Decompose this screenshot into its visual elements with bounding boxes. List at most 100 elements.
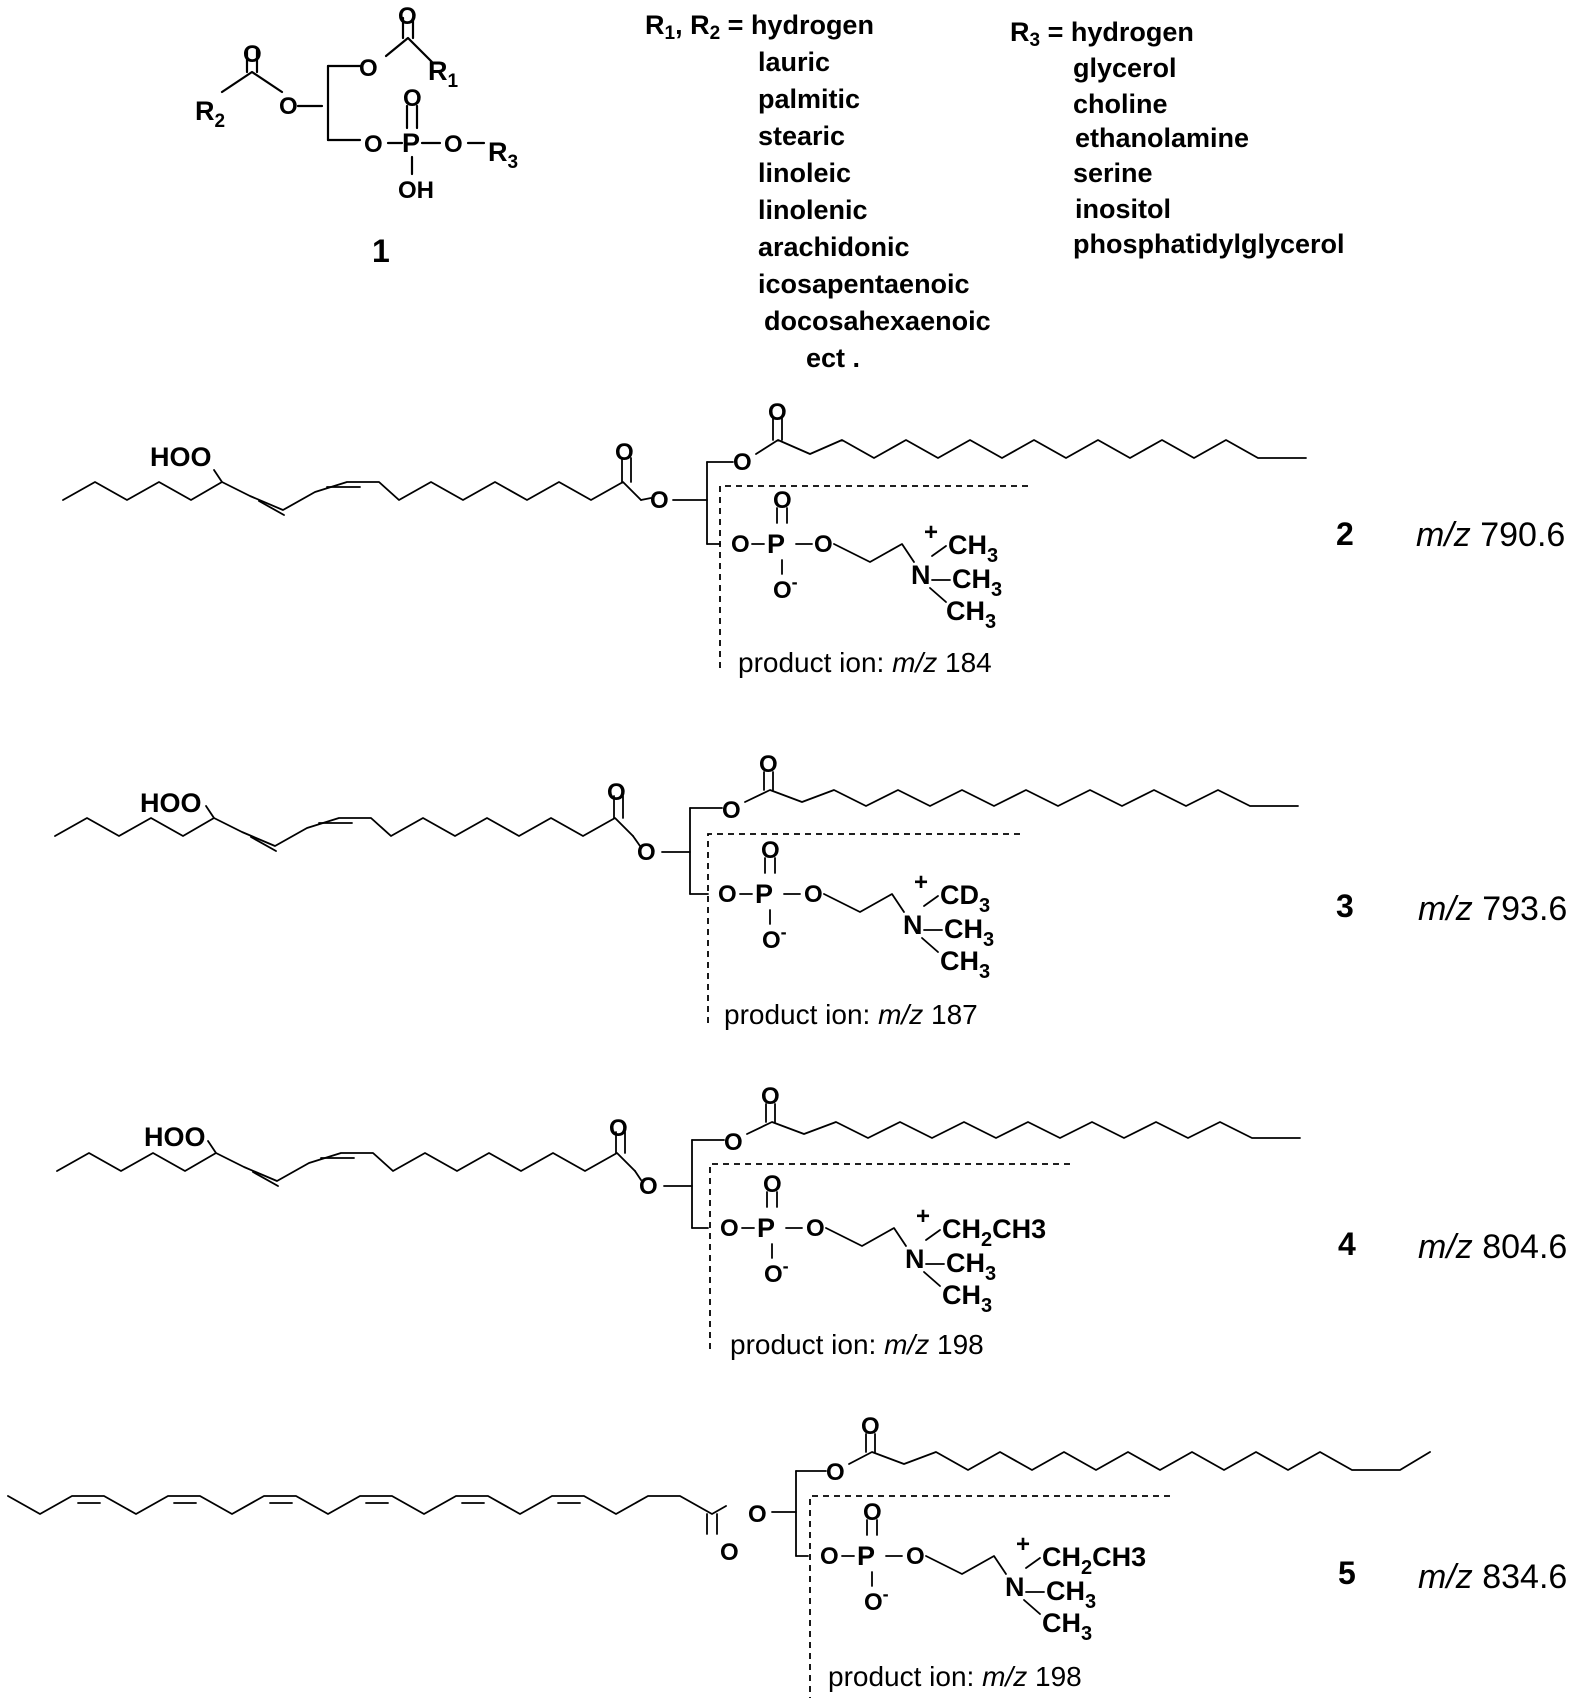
r-list-item: arachidonic — [758, 232, 910, 262]
phosphoryl-oxygen: O — [863, 1499, 882, 1526]
n-methyl-group: CH3 — [952, 564, 1002, 601]
phosphate-oxygen: O — [718, 881, 737, 908]
product-ion-label: product ion: m/z 187 — [724, 999, 978, 1030]
ammonium-charge: + — [924, 519, 938, 546]
ester-oxygen: O — [826, 1459, 845, 1486]
compound-4-structure: HOO O O O O O P O O- O + N CH2CH3 CH3 CH… — [56, 1083, 1567, 1360]
phosphoryl-oxygen: O — [763, 1171, 782, 1198]
r-list-item: docosahexaenoic — [764, 306, 991, 336]
phosphate-anion-oxygen: O- — [764, 1256, 789, 1288]
phosphoryl-oxygen: O — [761, 837, 780, 864]
phosphate-oxygen: O — [814, 531, 833, 558]
quaternary-nitrogen: N — [903, 910, 923, 940]
product-ion-label: product ion: m/z 198 — [828, 1661, 1082, 1692]
precursor-mz-5: m/z 834.6 — [1418, 1558, 1567, 1596]
r1-label: R1 — [428, 56, 459, 92]
phosphorus: P — [757, 1213, 775, 1243]
r3-label: R3 — [488, 137, 518, 173]
r2-label: R2 — [195, 96, 225, 132]
r2-carbonyl-oxygen: O — [243, 41, 262, 68]
quaternary-nitrogen: N — [905, 1244, 925, 1274]
phosphorus: P — [767, 529, 785, 559]
carbonyl-oxygen: O — [861, 1413, 880, 1440]
carbonyl-oxygen: O — [761, 1083, 780, 1110]
ester-oxygen: O — [637, 839, 656, 866]
n-methyl-group: CH3 — [946, 1248, 996, 1285]
phosphorus: P — [857, 1541, 875, 1571]
r-list-item: icosapentaenoic — [758, 269, 970, 299]
phosphate-oxygen-left: O — [364, 131, 383, 158]
phosphate-anion-oxygen: O- — [762, 922, 787, 954]
ester-oxygen: O — [650, 487, 669, 514]
compound-2-structure: HOO O O O O O P O O- O + N CH3 CH — [62, 399, 1565, 678]
precursor-mz-2: m/z 790.6 — [1416, 516, 1565, 554]
ammonium-charge: + — [1016, 1531, 1030, 1558]
ester-oxygen-sn1: O — [359, 55, 378, 82]
phosphate-oxygen: O — [806, 1215, 825, 1242]
n-methyl-group: CH3 — [1046, 1576, 1096, 1613]
general-structure-1: R2 O O O O R1 O O P O R3 OH 1 — [195, 3, 518, 269]
carbonyl-oxygen: O — [720, 1539, 739, 1566]
ammonium-charge: + — [914, 869, 928, 896]
n-substituent-group: CH2CH3 — [942, 1214, 1046, 1251]
n-substituent-group: CH3 — [948, 530, 998, 567]
compound-number-1: 1 — [372, 233, 390, 269]
phosphate-anion-oxygen: O- — [773, 572, 798, 604]
r3-list-item: inositol — [1075, 194, 1171, 224]
ester-oxygen-sn2: O — [279, 93, 298, 120]
r3-substituent-list: R3 = hydrogen glycerol choline ethanolam… — [1010, 17, 1345, 259]
quaternary-nitrogen: N — [911, 560, 931, 590]
carbonyl-oxygen: O — [615, 439, 634, 466]
carbonyl-oxygen: O — [609, 1115, 628, 1142]
quaternary-nitrogen: N — [1005, 1572, 1025, 1602]
product-ion-label: product ion: m/z 198 — [730, 1329, 984, 1360]
phosphate-anion-oxygen: O- — [864, 1584, 889, 1616]
r3-list-item: serine — [1073, 158, 1153, 188]
compound-number-2: 2 — [1336, 516, 1354, 552]
hydroperoxy-group: HOO — [140, 788, 202, 818]
carbonyl-oxygen: O — [768, 399, 787, 426]
phosphate-oxygen: O — [906, 1543, 925, 1570]
r3-list-item: ethanolamine — [1075, 123, 1249, 153]
compound-5-structure: O O O O O P O O- O + N CH2CH3 CH3 CH3 pr… — [7, 1413, 1567, 1698]
r-list-item: ect . — [806, 343, 860, 373]
n-methyl-group: CH3 — [1042, 1608, 1092, 1645]
n-methyl-group: CH3 — [946, 596, 996, 633]
r-list-item: stearic — [758, 121, 845, 151]
n-methyl-group: CH3 — [942, 1280, 992, 1317]
phosphoryl-oxygen: O — [403, 85, 422, 112]
product-ion-label: product ion: m/z 184 — [738, 647, 992, 678]
r3-list-item: phosphatidylglycerol — [1073, 229, 1345, 259]
phosphate-oxygen: O — [731, 531, 750, 558]
hydroperoxy-group: HOO — [144, 1122, 206, 1152]
compound-number-4: 4 — [1338, 1226, 1356, 1262]
phosphate-hydroxyl: OH — [398, 177, 434, 204]
ester-oxygen: O — [724, 1129, 743, 1156]
phosphoryl-oxygen: O — [773, 487, 792, 514]
carbonyl-oxygen: O — [759, 751, 778, 778]
n-substituent-group: CH2CH3 — [1042, 1542, 1146, 1579]
n-methyl-group: CH3 — [944, 914, 994, 951]
phosphorus: P — [755, 879, 773, 909]
r3-heading: R3 = hydrogen — [1010, 17, 1194, 51]
r1-r2-heading: R1, R2 = hydrogen — [645, 10, 874, 44]
phosphate-oxygen: O — [820, 1543, 839, 1570]
compound-number-3: 3 — [1336, 888, 1354, 924]
compound-3-structure: HOO O O O O O P O O- O + N CD3 CH3 CH3 p — [54, 751, 1567, 1030]
r1-r2-substituent-list: R1, R2 = hydrogen lauric palmitic steari… — [645, 10, 991, 373]
ester-oxygen: O — [748, 1501, 767, 1528]
ester-oxygen: O — [733, 449, 752, 476]
phosphate-oxygen: O — [720, 1215, 739, 1242]
n-substituent-group: CD3 — [940, 880, 990, 917]
phosphate-oxygen-right: O — [444, 131, 463, 158]
precursor-mz-4: m/z 804.6 — [1418, 1228, 1567, 1266]
phosphorus: P — [402, 128, 420, 158]
compound-number-5: 5 — [1338, 1555, 1356, 1591]
r3-list-item: choline — [1073, 89, 1168, 119]
n-methyl-group: CH3 — [940, 946, 990, 983]
r-list-item: lauric — [758, 47, 830, 77]
r1-carbonyl-oxygen: O — [398, 3, 417, 30]
ester-oxygen: O — [639, 1173, 658, 1200]
phosphate-oxygen: O — [804, 881, 823, 908]
